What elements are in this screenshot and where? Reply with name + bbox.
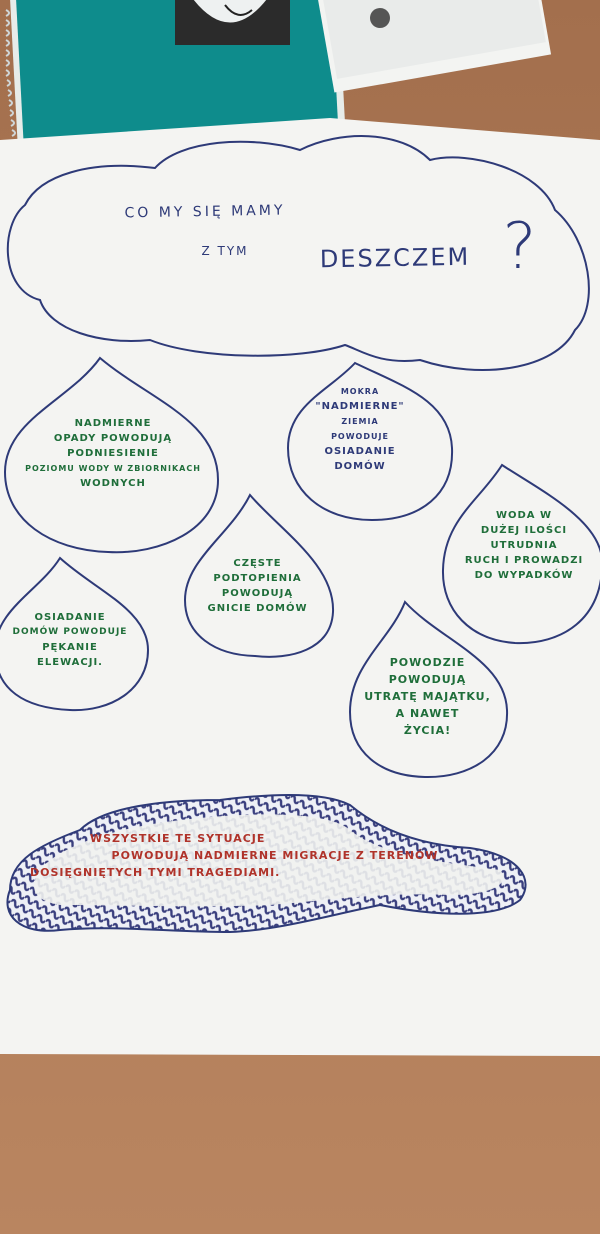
conclusion-line: DOSIĘGNIĘTYCH TYMI TRAGEDIAMI. bbox=[30, 866, 281, 879]
drop-6-line: A NAWET bbox=[395, 707, 460, 720]
drop-1-text: NADMIERNE OPADY POWODUJĄ PODNIESIENIE PO… bbox=[8, 416, 218, 491]
drop-1-line: NADMIERNE bbox=[74, 418, 152, 429]
drop-3-line: PODTOPIENIA bbox=[213, 573, 302, 584]
drop-6-text: POWODZIE POWODUJĄ UTRATĘ MAJĄTKU, A NAWE… bbox=[345, 654, 510, 739]
drop-3-line: POWODUJĄ bbox=[221, 588, 294, 599]
booklet bbox=[317, 0, 552, 93]
drop-1-line: PODNIESIENIE bbox=[67, 448, 159, 459]
drop-4-line: DUŻEJ ILOŚCI bbox=[480, 525, 568, 536]
conclusion-text: WSZYSTKIE TE SYTUACJE POWODUJĄ NADMIERNE… bbox=[30, 830, 520, 881]
drop-5-line: DOMÓW POWODUJE bbox=[12, 627, 128, 637]
drop-5-text: OSIADANIE DOMÓW POWODUJE PĘKANIE ELEWACJ… bbox=[0, 610, 140, 670]
drop-6-line: ŻYCIA! bbox=[403, 724, 452, 737]
drop-2-line: ZIEMIA bbox=[341, 417, 379, 426]
cartoon-face bbox=[175, 0, 290, 45]
drop-1-line: OPADY POWODUJĄ bbox=[53, 433, 173, 444]
drop-2-outline bbox=[286, 361, 454, 522]
drop-2-line: DOMÓW bbox=[334, 461, 386, 472]
drop-4-line: WODA W bbox=[495, 510, 553, 521]
drop-2-line: POWODUJE bbox=[331, 432, 389, 441]
drop-6-line: UTRATĘ MAJĄTKU, bbox=[364, 690, 491, 703]
notebook bbox=[5, 0, 347, 164]
drop-2-text: MOKRA "NADMIERNE" ZIEMIA POWODUJE OSIADA… bbox=[285, 384, 435, 474]
drop-3-line: GNICIE DOMÓW bbox=[207, 603, 308, 614]
title-line-3: DESZCZEM bbox=[319, 242, 471, 274]
drop-4-outline bbox=[441, 463, 600, 645]
drop-1-outline bbox=[3, 356, 220, 554]
conclusion-line: WSZYSTKIE TE SYTUACJE bbox=[90, 832, 266, 845]
spiral-binding bbox=[5, 9, 16, 137]
drop-6-line: POWODZIE bbox=[389, 656, 466, 669]
drop-1-line: WODNYCH bbox=[80, 478, 146, 489]
drop-6-line: POWODUJĄ bbox=[388, 673, 467, 686]
drop-5-outline bbox=[0, 556, 150, 712]
conclusion-cloud-inner bbox=[34, 814, 504, 907]
drop-5-line: OSIADANIE bbox=[34, 612, 106, 623]
drop-4-text: WODA W DUŻEJ ILOŚCI UTRUDNIA RUCH I PROW… bbox=[440, 508, 600, 583]
drop-6-outline bbox=[348, 600, 509, 779]
title-cloud bbox=[6, 135, 590, 371]
drop-2-line: OSIADANIE bbox=[324, 446, 396, 457]
drop-3-line: CZĘSTE bbox=[233, 558, 282, 569]
drop-4-line: UTRUDNIA bbox=[490, 540, 558, 551]
drop-3-text: CZĘSTE PODTOPIENIA POWODUJĄ GNICIE DOMÓW bbox=[180, 556, 335, 616]
drop-2-line: "NADMIERNE" bbox=[315, 401, 405, 412]
drop-4-line: RUCH I PROWADZI bbox=[464, 555, 584, 566]
drop-5-line: PĘKANIE bbox=[42, 642, 98, 653]
drop-5-line: ELEWACJI. bbox=[37, 657, 103, 668]
drop-4-line: DO WYPADKÓW bbox=[474, 570, 574, 581]
question-mark: ? bbox=[502, 210, 538, 284]
title-line-2: Z TYM bbox=[201, 244, 249, 258]
drop-1-line: POZIOMU WODY W ZBIORNIKACH bbox=[25, 464, 201, 473]
conclusion-line: POWODUJĄ NADMIERNE MIGRACJE Z TERENÓW bbox=[111, 849, 439, 862]
drop-2-line: MOKRA bbox=[340, 387, 380, 396]
drop-3-outline bbox=[183, 493, 335, 658]
